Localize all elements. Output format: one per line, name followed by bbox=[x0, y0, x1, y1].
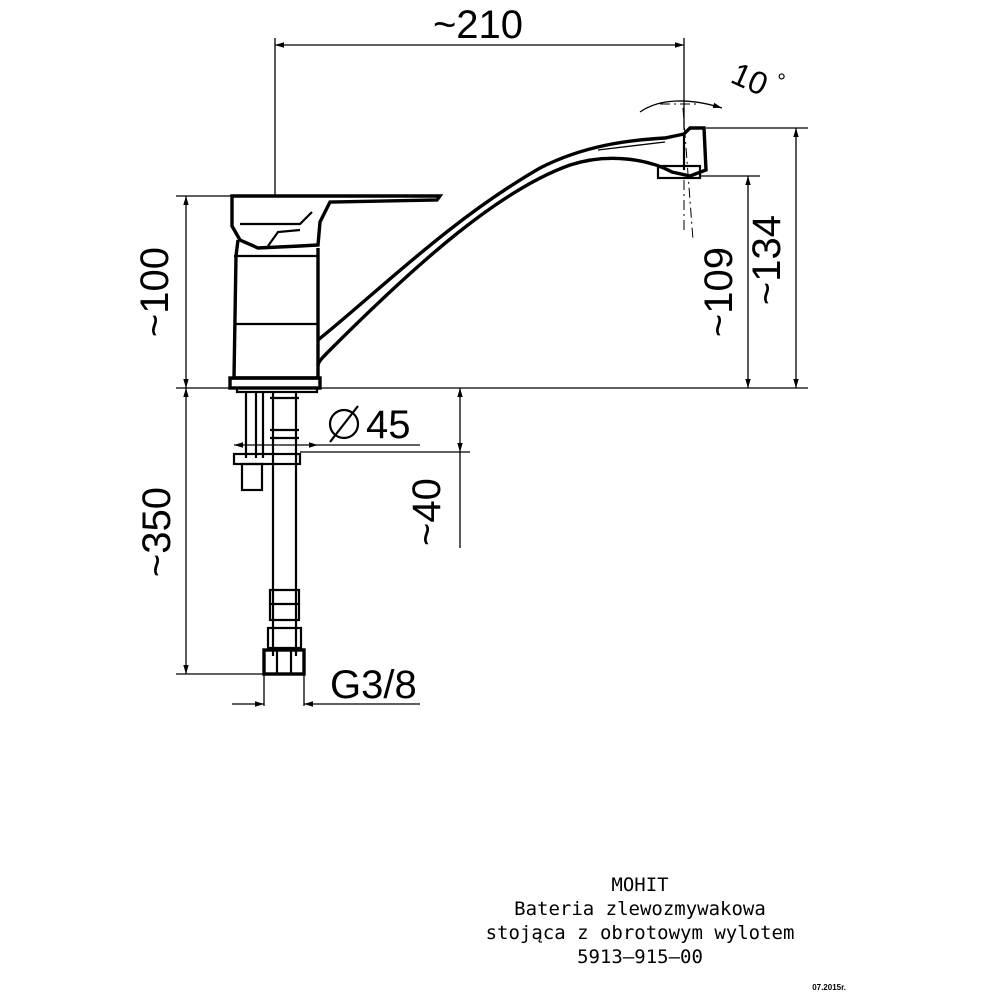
description-line-1: Bateria zlewozmywakowa bbox=[514, 898, 766, 920]
mounting-hardware bbox=[232, 386, 319, 676]
outlet-height-label: ~109 bbox=[697, 247, 741, 337]
body-height-label: ~100 bbox=[133, 247, 177, 337]
thread-label: G3/8 bbox=[330, 663, 417, 707]
total-height-label: ~134 bbox=[745, 215, 789, 305]
dimension-labels: ~210 10° ~100 ~109 ~134 45 ~40 ~350 G3/8 bbox=[133, 3, 789, 707]
swivel-spout bbox=[316, 126, 708, 367]
extension-lines bbox=[176, 38, 808, 675]
diameter-label: 45 bbox=[366, 403, 411, 447]
faucet-body bbox=[228, 194, 444, 390]
part-number: 5913–915–00 bbox=[577, 946, 703, 968]
mounting-thickness-label: ~40 bbox=[405, 478, 449, 546]
reach-label: ~210 bbox=[433, 3, 523, 47]
drawing-date: 07.2015r. bbox=[812, 983, 846, 992]
title-block: MOHIT Bateria zlewozmywakowa stojąca z o… bbox=[486, 874, 846, 992]
diameter-symbol bbox=[328, 405, 360, 443]
hose-length-label: ~350 bbox=[135, 487, 179, 577]
angle-label: 10° bbox=[726, 51, 789, 109]
model-name: MOHIT bbox=[611, 874, 668, 896]
dimension-lines bbox=[183, 42, 799, 707]
description-line-2: stojąca z obrotowym wylotem bbox=[486, 922, 795, 944]
